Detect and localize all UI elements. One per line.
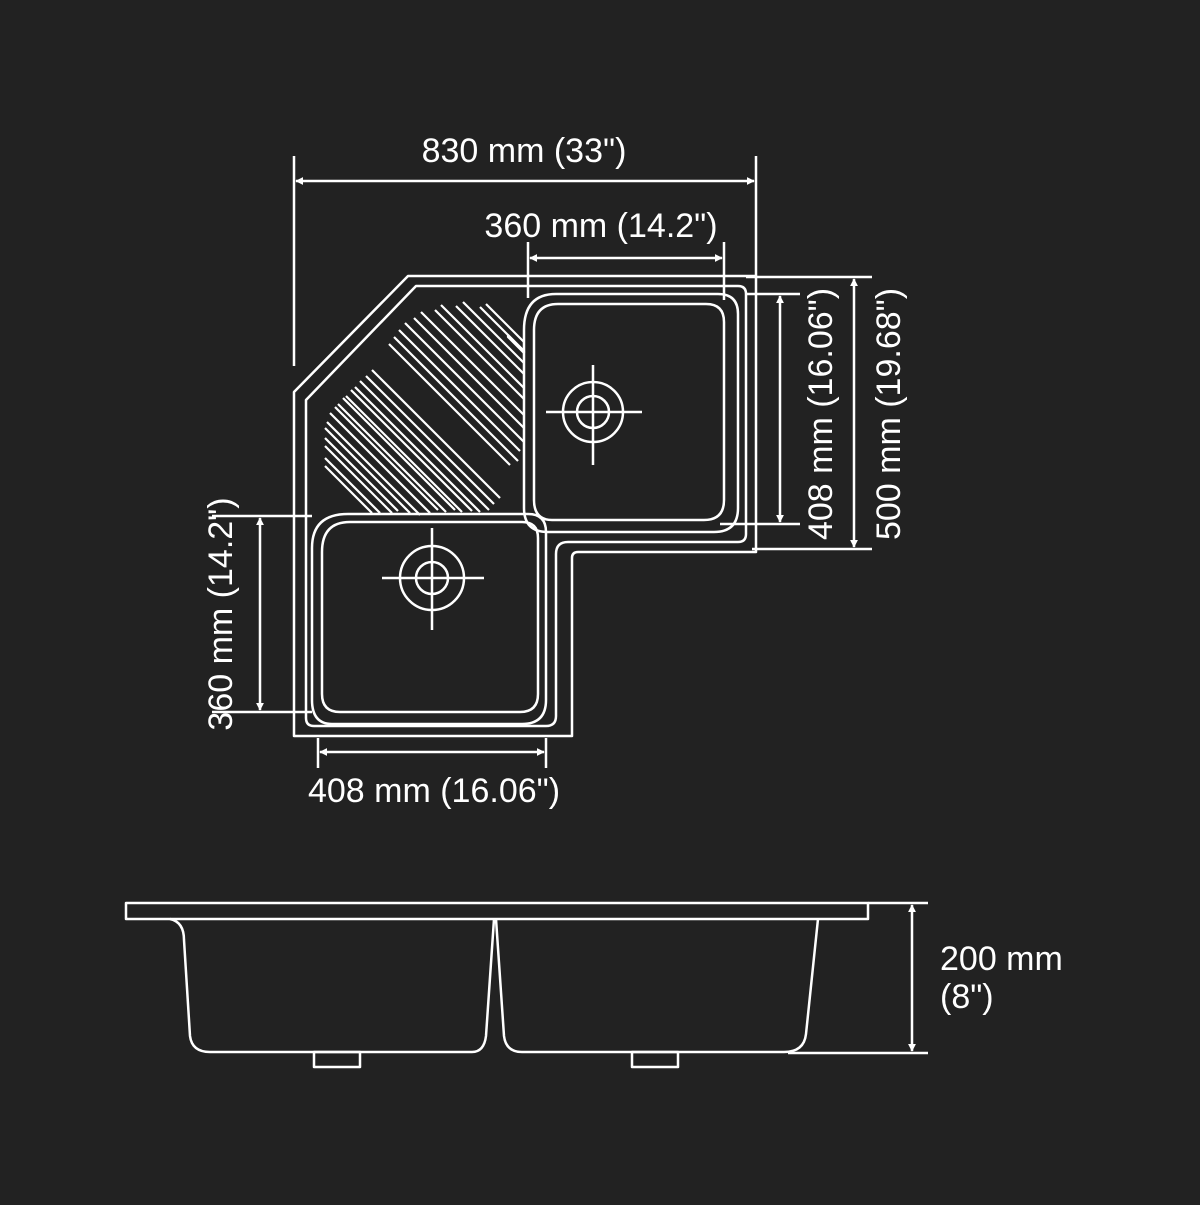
- left-drain-icon: [382, 528, 484, 630]
- overall-depth-label: 500 mm (19.68"): [870, 288, 908, 540]
- right-bowl: [522, 292, 740, 534]
- left-bowl-width-label: 408 mm (16.06"): [308, 772, 560, 810]
- side-view: [124, 901, 870, 1069]
- sink-outer-outline: [292, 274, 758, 738]
- overall-width-label: 830 mm (33"): [422, 132, 627, 170]
- height-label-in: (8"): [940, 978, 994, 1016]
- top-view: [292, 274, 758, 738]
- side-view-left-drain: [312, 1050, 362, 1069]
- side-view-right-bowl: [494, 918, 820, 1054]
- right-bowl-outline: [522, 292, 740, 534]
- side-view-left-bowl: [169, 917, 496, 1054]
- right-bowl-basin: [532, 302, 726, 522]
- left-bowl-outline: [310, 512, 548, 726]
- left-bowl-basin: [320, 520, 540, 714]
- sink-inner-rim: [304, 284, 748, 728]
- side-view-right-drain: [630, 1050, 680, 1069]
- dimension-lines: [212, 156, 872, 768]
- drainboard-grooves: [324, 301, 526, 516]
- right-drain-icon: [546, 365, 642, 465]
- left-bowl: [310, 512, 548, 726]
- right-bowl-width-label: 360 mm (14.2"): [484, 207, 717, 245]
- side-view-dimension: [788, 901, 928, 1055]
- dimension-labels: 830 mm (33") 360 mm (14.2") 408 mm (16.0…: [202, 132, 908, 810]
- height-label-mm: 200 mm: [940, 940, 1063, 978]
- left-bowl-depth-label: 360 mm (14.2"): [202, 497, 240, 730]
- side-view-rim: [124, 901, 870, 921]
- right-bowl-depth-label: 408 mm (16.06"): [802, 288, 840, 540]
